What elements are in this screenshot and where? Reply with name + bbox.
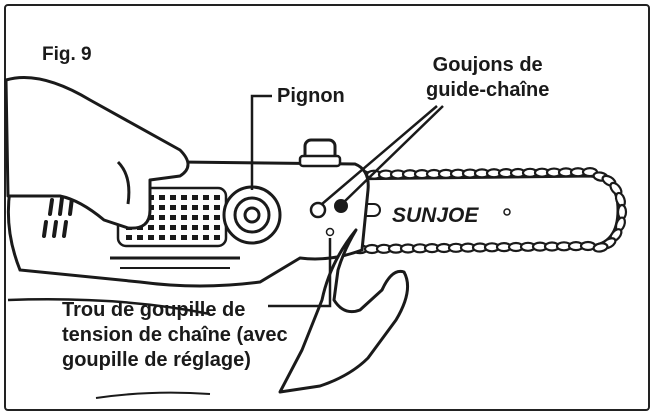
vent-hole (181, 225, 187, 230)
vent-hole (192, 235, 198, 240)
callout-trou-line2: tension de chaîne (avec (62, 324, 288, 346)
vent-hole (148, 235, 154, 240)
callout-pignon: Pignon (277, 85, 345, 107)
vent-hole (181, 235, 187, 240)
sunjoe-logo: SUNJOE (392, 204, 479, 227)
vent-hole (203, 195, 209, 200)
vent-hole (192, 205, 198, 210)
vent-hole (159, 205, 165, 210)
vent-hole (137, 235, 143, 240)
vent-hole (214, 235, 220, 240)
leader-lines (250, 94, 444, 308)
callout-goujons-line1: Goujons de (432, 54, 543, 76)
vent-hole (148, 215, 154, 220)
vent-hole (126, 235, 132, 240)
vent-hole (159, 235, 165, 240)
vent-hole (192, 195, 198, 200)
vent-hole (192, 225, 198, 230)
figure-title: Fig. 9 (42, 44, 92, 65)
callout-trou-line1: Trou de goupille de (62, 299, 246, 321)
vent-hole (214, 225, 220, 230)
right-hand (278, 228, 410, 394)
vent-hole (170, 215, 176, 220)
vent-hole (214, 195, 220, 200)
vent-hole (203, 225, 209, 230)
callout-goujons: Goujons de guide-chaîne (426, 53, 549, 103)
vent-hole (203, 215, 209, 220)
vent-hole (192, 215, 198, 220)
left-hand (4, 76, 190, 230)
vent-hole (214, 215, 220, 220)
vent-hole (181, 195, 187, 200)
vent-hole (214, 205, 220, 210)
chain-link (592, 242, 609, 253)
vent-hole (170, 205, 176, 210)
vent-hole (170, 195, 176, 200)
vent-hole (181, 205, 187, 210)
vent-hole (170, 235, 176, 240)
sprocket-pignon (222, 185, 282, 245)
vent-hole (170, 225, 176, 230)
vent-hole (159, 225, 165, 230)
vent-hole (203, 235, 209, 240)
callout-goujons-line2: guide-chaîne (426, 79, 550, 101)
callout-trou-line3: goupille de réglage) (62, 349, 251, 371)
vent-hole (159, 195, 165, 200)
vent-hole (203, 205, 209, 210)
vent-hole (148, 225, 154, 230)
vent-hole (181, 215, 187, 220)
vent-hole (159, 215, 165, 220)
callout-trou: Trou de goupille de tension de chaîne (a… (62, 298, 288, 373)
